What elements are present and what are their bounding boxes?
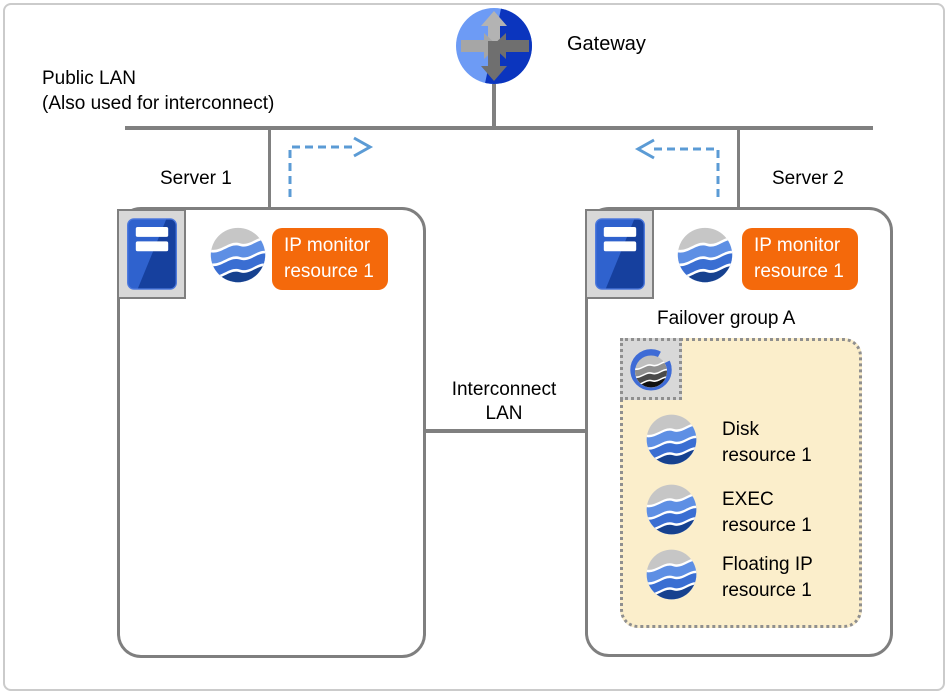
gateway-drop-line [492, 84, 496, 128]
server2-ip-monitor-badge: IP monitor resource 1 [742, 228, 858, 290]
gateway-router-icon [454, 6, 534, 86]
gateway-label: Gateway [567, 32, 646, 57]
server1-monitor-line1: IP monitor [284, 235, 371, 256]
failover-group-icon-box [620, 338, 682, 400]
server2-monitor-resource-icon [676, 226, 734, 284]
disk-resource-label: Disk resource 1 [722, 419, 812, 466]
failover-group-g-icon [625, 343, 677, 395]
server1-monitor-line2: resource 1 [284, 261, 374, 282]
exec-resource-label: EXEC resource 1 [722, 489, 812, 536]
server2-label: Server 2 [772, 168, 844, 189]
interconnect-lan-label: Interconnect LAN [424, 378, 584, 426]
interconnect-line2: LAN [485, 403, 523, 424]
public-lan-line2: (Also used for interconnect) [42, 93, 275, 114]
server1-icon-box [117, 209, 186, 299]
server2-drop-line [737, 128, 740, 208]
server2-tower-icon [593, 216, 647, 292]
interconnect-line1: Interconnect [451, 379, 557, 400]
public-lan-line1: Public LAN [42, 68, 136, 89]
public-lan-line [125, 126, 873, 130]
server1-drop-line [268, 128, 271, 208]
public-lan-label: Public LAN (Also used for interconnect) [42, 66, 274, 116]
floating-ip-resource-label: Floating IP resource 1 [722, 554, 813, 601]
server1-label: Server 1 [160, 168, 232, 189]
floating-ip-resource-icon [645, 548, 698, 601]
interconnect-lan-line [423, 429, 585, 433]
server2-icon-box [585, 209, 654, 299]
disk-resource-icon [645, 413, 698, 466]
gateway-label-text: Gateway [567, 33, 646, 55]
failover-group-label: Failover group A [657, 308, 796, 329]
diagram-border [3, 3, 945, 691]
server1-tower-icon [125, 216, 179, 292]
server1-ip-monitor-badge: IP monitor resource 1 [272, 228, 388, 290]
server2-monitor-line1: IP monitor [754, 235, 841, 256]
exec-resource-icon [645, 483, 698, 536]
server2-monitor-line2: resource 1 [754, 261, 844, 282]
server1-monitor-resource-icon [209, 226, 267, 284]
